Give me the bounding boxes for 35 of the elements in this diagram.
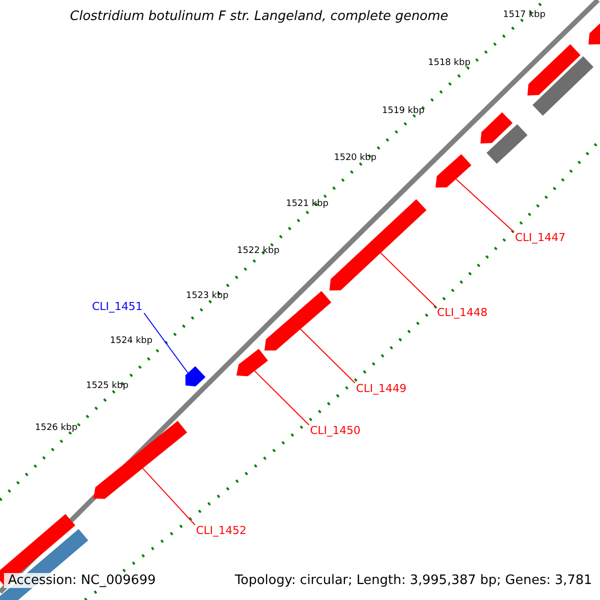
gene-label: CLI_1452 — [196, 524, 247, 537]
leader-line — [455, 178, 514, 232]
gene-label: CLI_1450 — [310, 424, 361, 437]
gene-bar — [435, 154, 472, 188]
gene-bar — [93, 420, 188, 499]
position-label: 1517 kbp — [503, 10, 546, 20]
position-label: 1518 kbp — [428, 58, 470, 68]
gene-bar — [480, 112, 513, 144]
gene-bar — [264, 291, 332, 350]
gene-label: CLI_1451 — [92, 300, 143, 313]
gene-bar — [236, 348, 268, 376]
gene-bar — [329, 199, 426, 291]
leader-line — [142, 467, 196, 526]
leader-line — [380, 252, 436, 308]
gene-label: CLI_1449 — [356, 382, 407, 395]
position-label: 1524 kbp — [110, 336, 152, 346]
gene-bar — [185, 366, 206, 386]
leader-line — [300, 328, 356, 384]
position-label: 1523 kbp — [186, 291, 228, 301]
leader-line — [144, 312, 189, 374]
gene-bar — [0, 514, 76, 586]
gene-bar — [532, 56, 594, 116]
gene-label: CLI_1448 — [437, 306, 488, 319]
gene-bar — [486, 124, 528, 164]
genome-info-text: Topology: circular; Length: 3,995,387 bp; Genes: 3,781 — [234, 573, 592, 588]
gene-bar — [527, 44, 580, 96]
gene-label: CLI_1447 — [515, 231, 566, 244]
position-label: 1522 kbp — [237, 246, 280, 256]
gene-bar — [588, 22, 600, 45]
title: Clostridium botulinum F str. Langeland, complete genome — [70, 9, 448, 24]
position-label: 1519 kbp — [382, 106, 424, 116]
leader-line — [254, 370, 310, 426]
position-label: 1525 kbp — [86, 381, 128, 391]
position-label: 1526 kbp — [35, 423, 78, 433]
position-label: 1520 kbp — [334, 153, 376, 163]
